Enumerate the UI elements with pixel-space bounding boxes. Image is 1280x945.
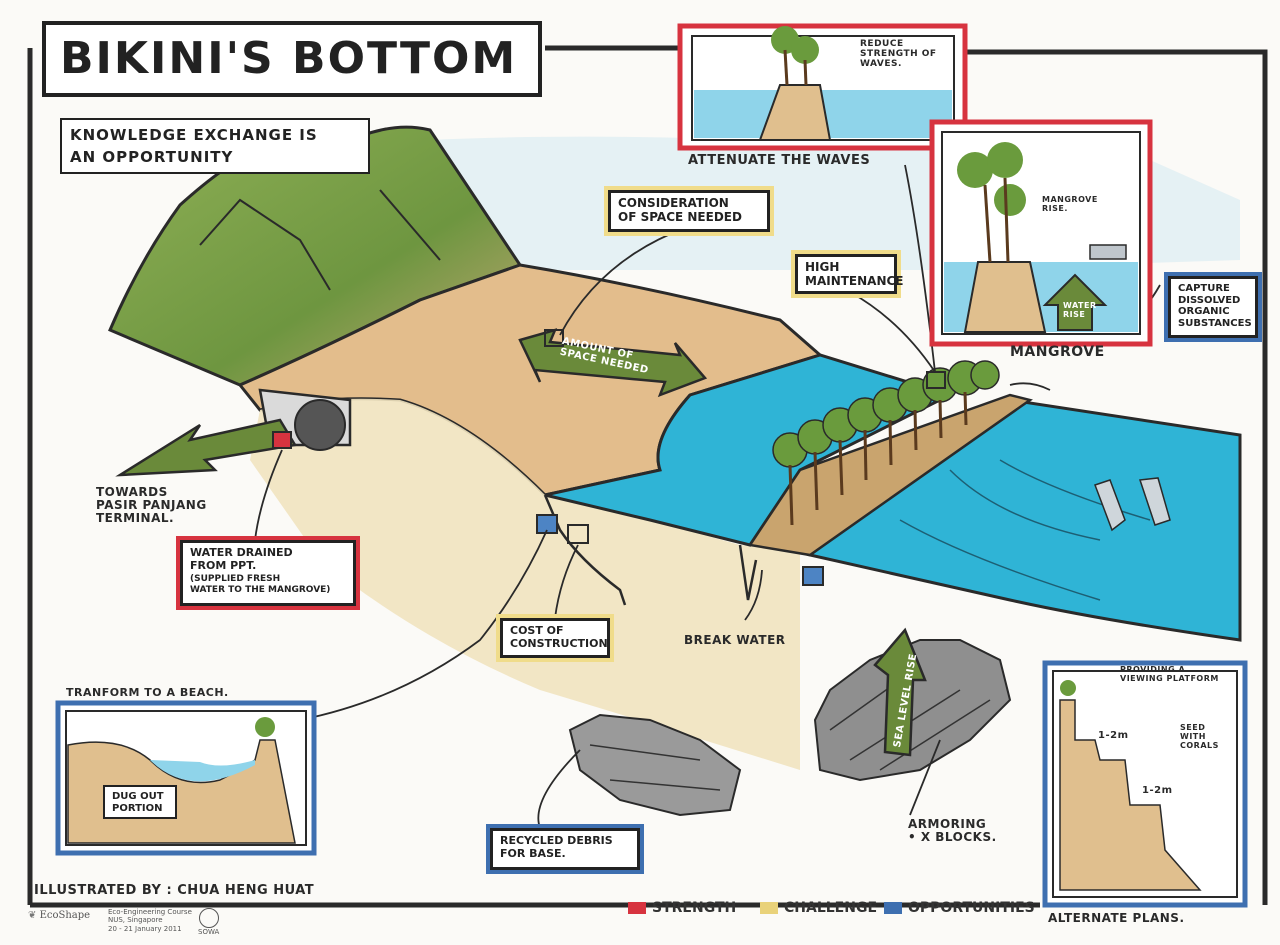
seed-line-2: WITH bbox=[1180, 731, 1206, 741]
legend-opportunities: OPPORTUNITIES bbox=[908, 900, 1035, 916]
water-rise-label: WATER RISE bbox=[1063, 301, 1097, 320]
legend-swatch-challenge bbox=[760, 902, 778, 914]
legend-challenge: CHALLENGE bbox=[784, 900, 878, 916]
towards-label: TOWARDS PASIR PANJANG TERMINAL. bbox=[96, 485, 207, 526]
cost-line-1: COST OF bbox=[510, 624, 564, 637]
inset-attenuate bbox=[677, 23, 968, 151]
markers bbox=[272, 329, 946, 586]
armoring-line-1: ARMORING bbox=[908, 817, 987, 831]
cost-box: COST OF CONSTRUCTION bbox=[500, 618, 610, 658]
seed-line-1: SEED bbox=[1180, 723, 1206, 732]
mangrove-trees bbox=[772, 360, 1000, 526]
consideration-line-2: OF SPACE NEEDED bbox=[618, 209, 742, 224]
consideration-box: CONSIDERATION OF SPACE NEEDED bbox=[608, 190, 770, 232]
recycled-line-2: FOR BASE. bbox=[500, 846, 566, 860]
frame bbox=[27, 45, 1268, 908]
wave-lines bbox=[899, 459, 1151, 601]
reduce-line-1: REDUCE bbox=[860, 39, 904, 49]
hill-ridge bbox=[199, 198, 331, 291]
break-water-label: BREAK WATER bbox=[684, 633, 786, 647]
subtitle-box: KNOWLEDGE EXCHANGE IS AN OPPORTUNITY bbox=[60, 118, 370, 174]
high-maintenance-box: HIGH MAINTENANCE bbox=[795, 254, 904, 294]
measure-1: 1-2m bbox=[1098, 730, 1129, 741]
dug-out-line-2: PORTION bbox=[112, 802, 163, 814]
water-drained-line-4: WATER TO THE MANGROVE) bbox=[190, 584, 331, 595]
capture-line-1: CAPTURE bbox=[1178, 283, 1230, 294]
armoring-label: ARMORING • X BLOCKS. bbox=[908, 817, 997, 845]
illustrated-by: ILLUSTRATED BY : CHUA HENG HUAT bbox=[34, 883, 315, 898]
water-drained-line-3: (SUPPLIED FRESH bbox=[190, 574, 281, 585]
viewing-line-1: PROVIDING A bbox=[1120, 665, 1186, 674]
course-line-1: Eco-Engineering Course bbox=[108, 908, 192, 916]
rocks-debris bbox=[568, 713, 742, 817]
land-edges bbox=[543, 494, 758, 606]
water-rise-line-2: RISE bbox=[1063, 309, 1086, 319]
arrow-sea-level-rise bbox=[873, 627, 927, 757]
viewing-line-2: VIEWING PLATFORM bbox=[1120, 673, 1219, 683]
seed-label: SEED WITH CORALS bbox=[1180, 723, 1219, 750]
legend-strength: STRENGTH bbox=[652, 900, 737, 916]
high-line-1: HIGH bbox=[805, 260, 840, 274]
water-rise-line-1: WATER bbox=[1063, 301, 1097, 310]
subtitle-line-1: KNOWLEDGE EXCHANGE IS bbox=[70, 126, 318, 144]
reduce-line-3: WAVES. bbox=[860, 58, 902, 69]
viewing-label: PROVIDING A VIEWING PLATFORM bbox=[1120, 665, 1219, 684]
inset-alternate-plans bbox=[1042, 660, 1248, 908]
towards-line-1: TOWARDS bbox=[96, 485, 168, 499]
measure-2: 1-2m bbox=[1142, 785, 1173, 796]
mangrove-label: MANGROVE bbox=[1010, 344, 1105, 360]
course-line-3: 20 - 21 January 2011 bbox=[108, 924, 182, 933]
course-info: Eco-Engineering Course NUS, Singapore 20… bbox=[108, 908, 192, 933]
dug-out-box: DUG OUT PORTION bbox=[103, 785, 177, 819]
mangrove-rise-line-2: RISE. bbox=[1042, 203, 1068, 213]
recycled-line-1: RECYCLED DEBRIS bbox=[500, 834, 613, 847]
capture-box: CAPTURE DISSOLVED ORGANIC SUBSTANCES bbox=[1168, 276, 1258, 338]
arrow-space-needed bbox=[518, 328, 708, 398]
alternate-label: ALTERNATE PLANS. bbox=[1048, 911, 1185, 925]
subtitle-line-2: AN OPPORTUNITY bbox=[70, 148, 234, 166]
reduce-line-2: STRENGTH OF bbox=[860, 48, 937, 59]
recycled-box: RECYCLED DEBRIS FOR BASE. bbox=[490, 828, 640, 870]
water-drained-box: WATER DRAINED FROM PPT. (SUPPLIED FRESH … bbox=[180, 540, 356, 606]
legend-swatch-strength bbox=[628, 902, 646, 914]
inset-mangrove-rise bbox=[929, 119, 1153, 347]
sowa-logo: SOWA bbox=[198, 908, 219, 936]
leaf-icon: ❦ bbox=[28, 910, 37, 921]
attenuate-label: ATTENUATE THE WAVES bbox=[688, 153, 871, 168]
high-line-2: MAINTENANCE bbox=[805, 273, 904, 288]
ecoshape-logo: ❦ EcoShape bbox=[28, 910, 90, 921]
reduce-label: REDUCE STRENGTH OF WAVES. bbox=[860, 39, 937, 70]
sowa-icon bbox=[198, 908, 219, 928]
page-title: BIKINI'S BOTTOM bbox=[60, 33, 518, 84]
capture-line-4: SUBSTANCES bbox=[1178, 317, 1252, 329]
sowa-text: SOWA bbox=[198, 928, 220, 936]
title-box: BIKINI'S BOTTOM bbox=[42, 21, 542, 97]
sea-outer bbox=[806, 398, 1242, 642]
armoring-line-2: • X BLOCKS. bbox=[908, 830, 997, 845]
towards-line-3: TERMINAL. bbox=[96, 511, 175, 526]
mangrove-rise-label: MANGROVE RISE. bbox=[1042, 195, 1098, 214]
mangrove-rise-line-1: MANGROVE bbox=[1042, 195, 1098, 204]
capture-line-2: DISSOLVED bbox=[1178, 294, 1241, 306]
inset-beach bbox=[55, 700, 317, 856]
consideration-line-1: CONSIDERATION bbox=[618, 196, 729, 210]
dug-out-line-1: DUG OUT bbox=[112, 791, 164, 802]
water-drained-line-1: WATER DRAINED bbox=[190, 546, 293, 559]
legend-swatch-opportunities bbox=[884, 902, 902, 914]
boats bbox=[1094, 477, 1171, 532]
water-drained-line-2: FROM PPT. bbox=[190, 558, 257, 572]
cost-line-2: CONSTRUCTION bbox=[510, 636, 608, 650]
course-line-2: NUS, Singapore bbox=[108, 916, 163, 925]
reclaimed-land bbox=[250, 398, 800, 770]
hill-ridge-2 bbox=[379, 189, 441, 261]
towards-line-2: PASIR PANJANG bbox=[96, 498, 207, 513]
seed-line-3: CORALS bbox=[1180, 740, 1219, 750]
transform-label: TRANFORM TO A BEACH. bbox=[66, 686, 229, 699]
capture-line-3: ORGANIC bbox=[1178, 306, 1230, 317]
ecoshape-text: EcoShape bbox=[39, 910, 91, 921]
